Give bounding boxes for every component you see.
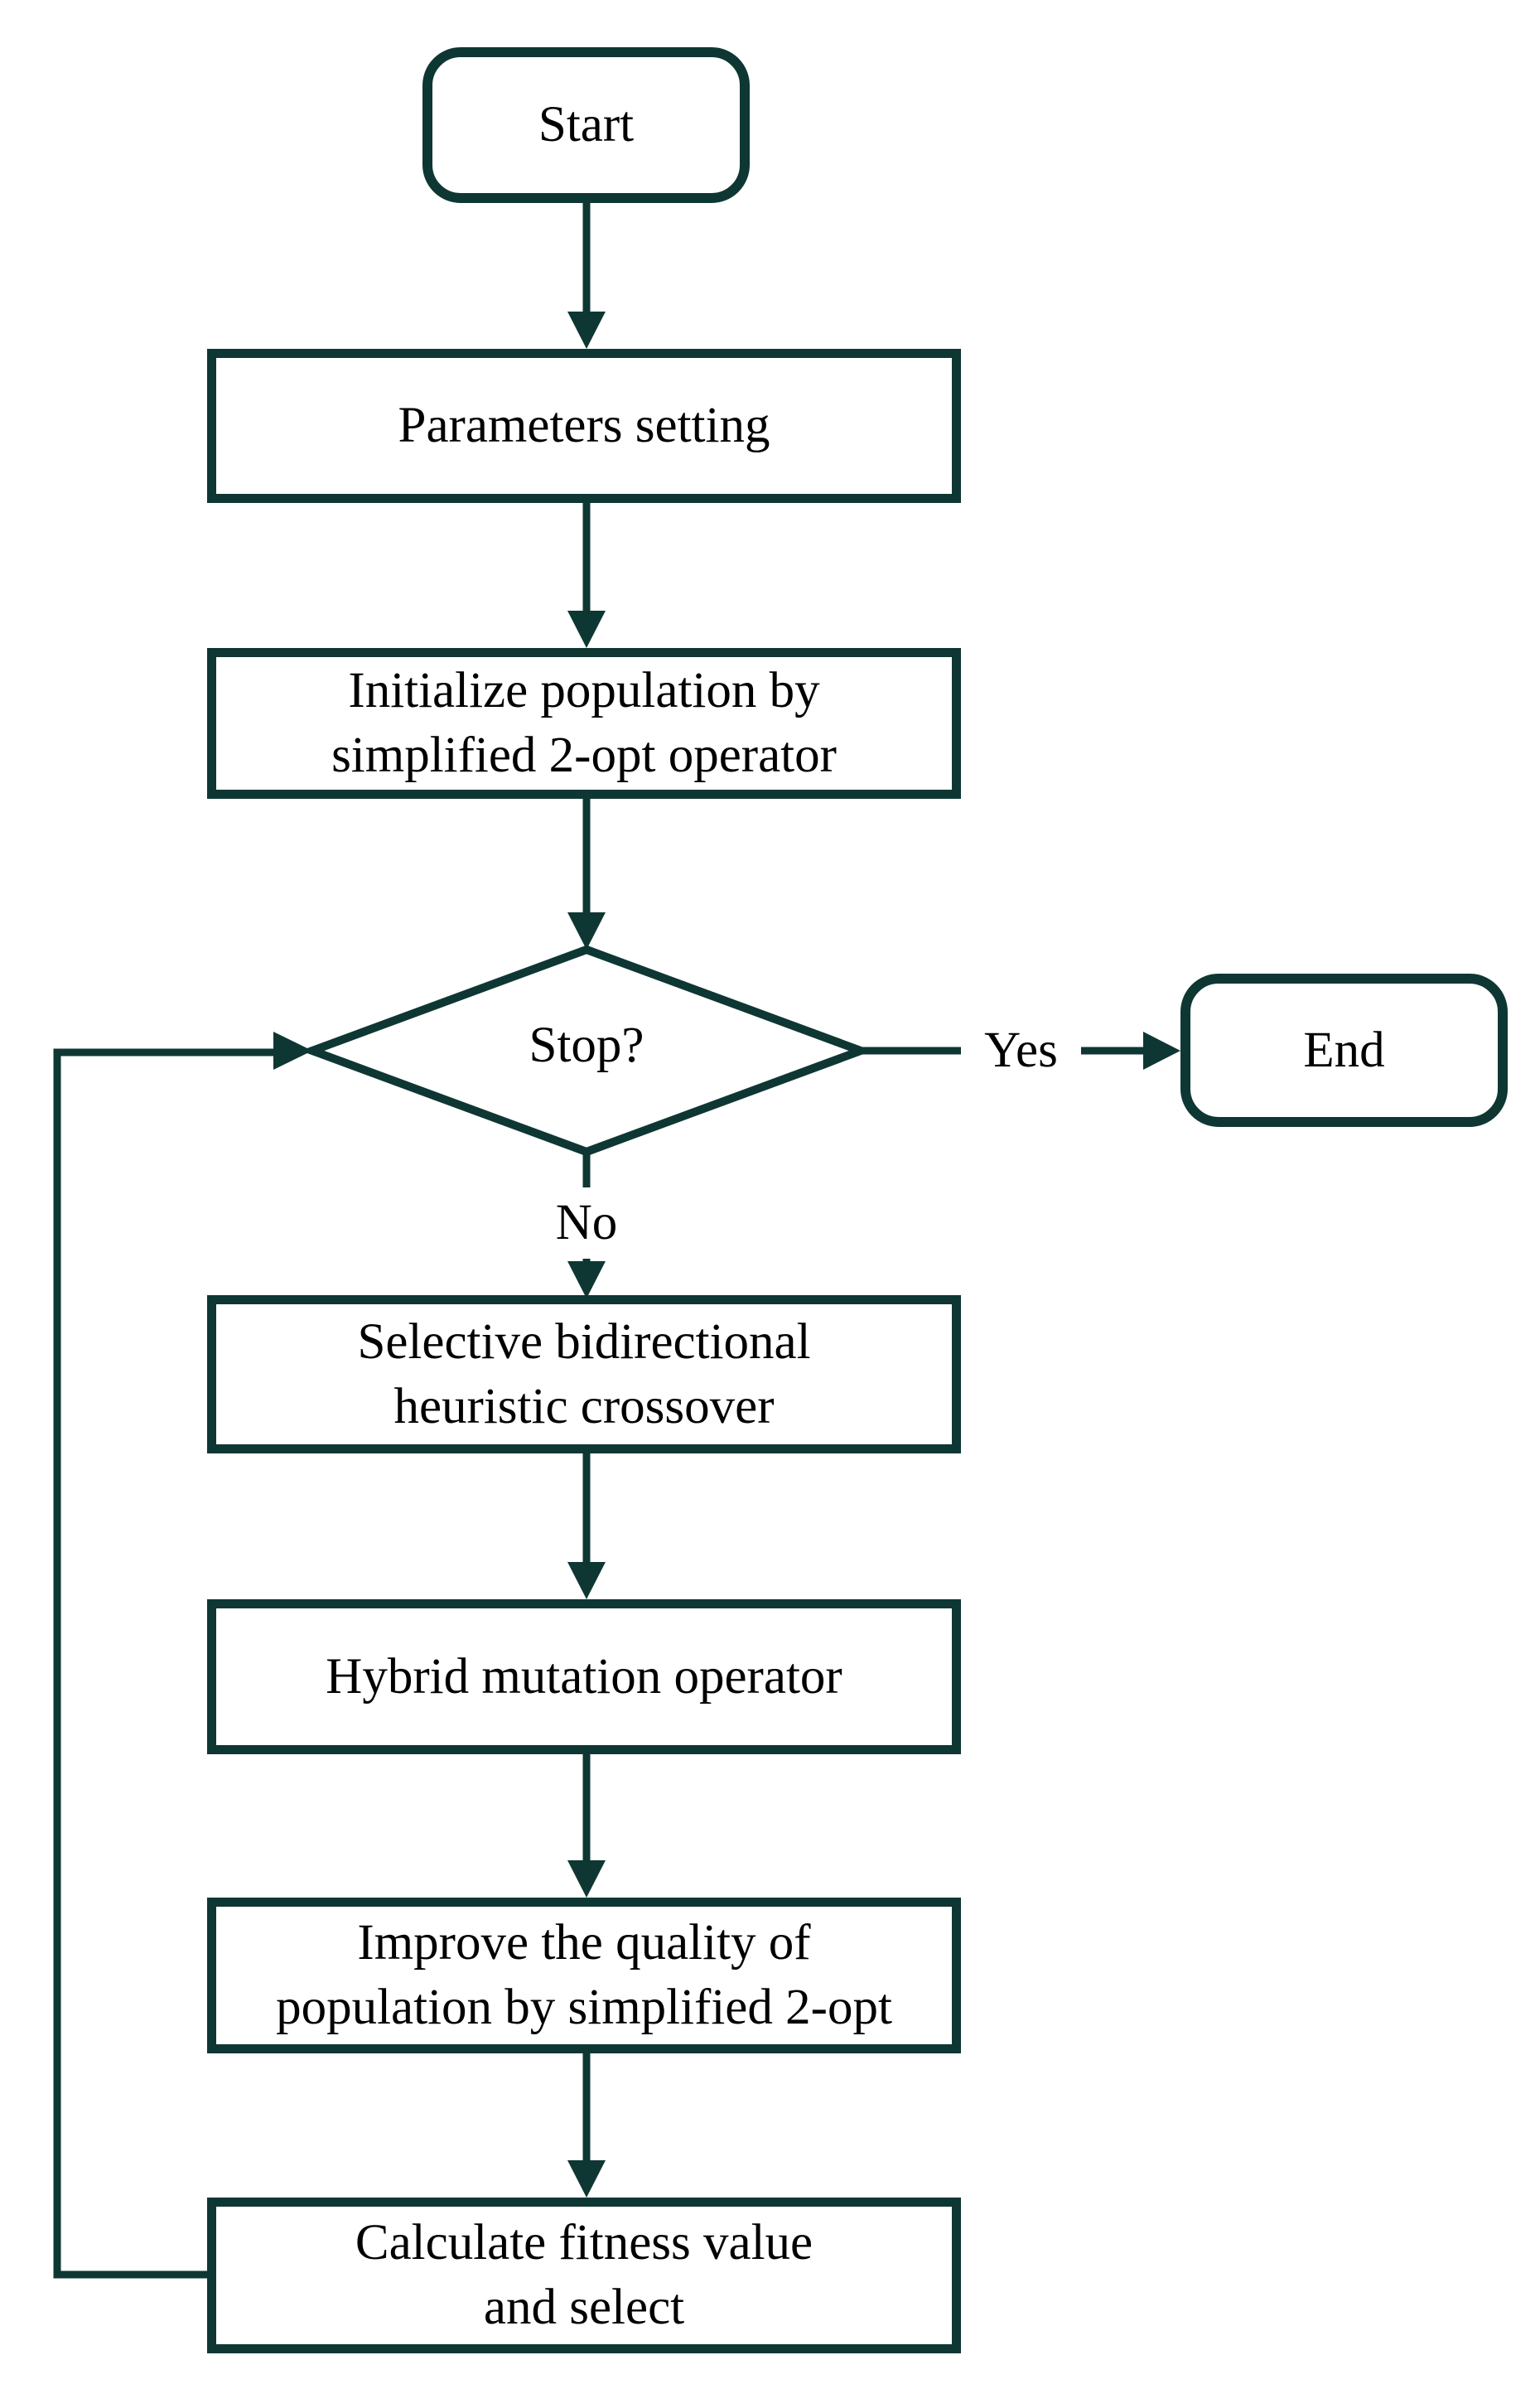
node-selective-crossover: Selective bidirectional heuristic crosso… <box>207 1295 961 1453</box>
node-selective-crossover-line2: heuristic crossover <box>393 1378 775 1434</box>
node-hybrid-mutation: Hybrid mutation operator <box>207 1599 961 1754</box>
node-end-label: End <box>1303 1022 1385 1078</box>
node-parameters-setting: Parameters setting <box>207 349 961 503</box>
node-hybrid-mutation-label: Hybrid mutation operator <box>326 1648 842 1705</box>
arrowhead-yes-to-end <box>1143 1032 1180 1070</box>
node-improve-quality-line2: population by simplified 2-opt <box>276 1980 892 2035</box>
node-start: Start <box>422 47 750 203</box>
arrowhead-no-to-crossover <box>567 1261 606 1298</box>
stop-decision-text: Stop? <box>529 1018 644 1073</box>
node-initialize-population-line2: simplified 2-opt operator <box>331 728 837 783</box>
node-initialize-population: Initialize population by simplified 2-op… <box>207 648 961 799</box>
node-selective-crossover-line1: Selective bidirectional <box>357 1313 811 1370</box>
arrowhead-initialize-to-stop <box>567 912 606 950</box>
arrowhead-loop-to-stop <box>273 1032 312 1070</box>
node-calculate-fitness: Calculate fitness value and select <box>207 2198 961 2353</box>
edge-label-yes-text: Yes <box>984 1023 1058 1078</box>
node-improve-quality: Improve the quality of population by sim… <box>207 1898 961 2053</box>
node-start-label: Start <box>538 97 635 152</box>
arrowhead-crossover-to-mutation <box>567 1562 606 1599</box>
node-calculate-fitness-line2: and select <box>483 2280 685 2335</box>
node-parameters-setting-label: Parameters setting <box>398 398 770 453</box>
node-improve-quality-line1: Improve the quality of <box>357 1915 811 1971</box>
arrowhead-improve-to-fitness <box>567 2160 606 2198</box>
arrowhead-parameters-to-initialize <box>567 611 606 648</box>
node-end: End <box>1180 974 1508 1127</box>
edge-label-no: No <box>529 1187 644 1259</box>
node-stop-decision-label: Stop? <box>462 1003 711 1089</box>
edge-fitness-loop-to-stop <box>53 1048 275 2279</box>
arrowhead-start-to-parameters <box>567 312 606 349</box>
edge-label-no-text: No <box>555 1195 618 1250</box>
arrowhead-mutation-to-improve <box>567 1860 606 1898</box>
edge-label-yes: Yes <box>961 1013 1081 1088</box>
node-calculate-fitness-line1: Calculate fitness value <box>355 2215 813 2270</box>
node-initialize-population-line1: Initialize population by <box>348 663 820 718</box>
